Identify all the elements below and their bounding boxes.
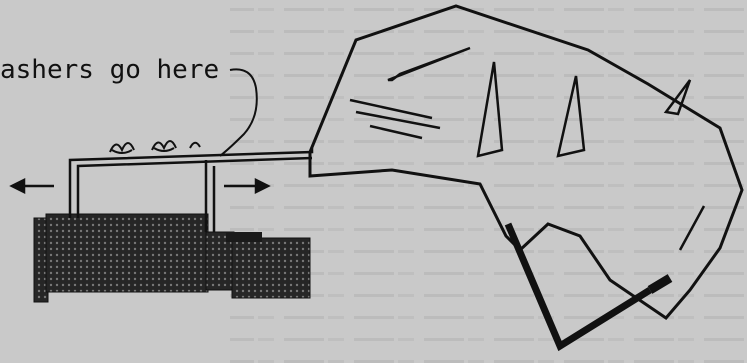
lever-element: [504, 222, 673, 352]
crumpled-outline: [308, 4, 744, 320]
bleed-through-texture: [230, 0, 747, 363]
inner-marks: [349, 46, 706, 251]
base-block: [33, 213, 311, 303]
annotation-text: ashers go here: [0, 55, 219, 85]
washer-icon: [109, 140, 201, 154]
arrow-left-icon: [9, 177, 54, 195]
arrow-right-icon: [224, 177, 271, 195]
annotation-leader-line: [219, 68, 258, 157]
